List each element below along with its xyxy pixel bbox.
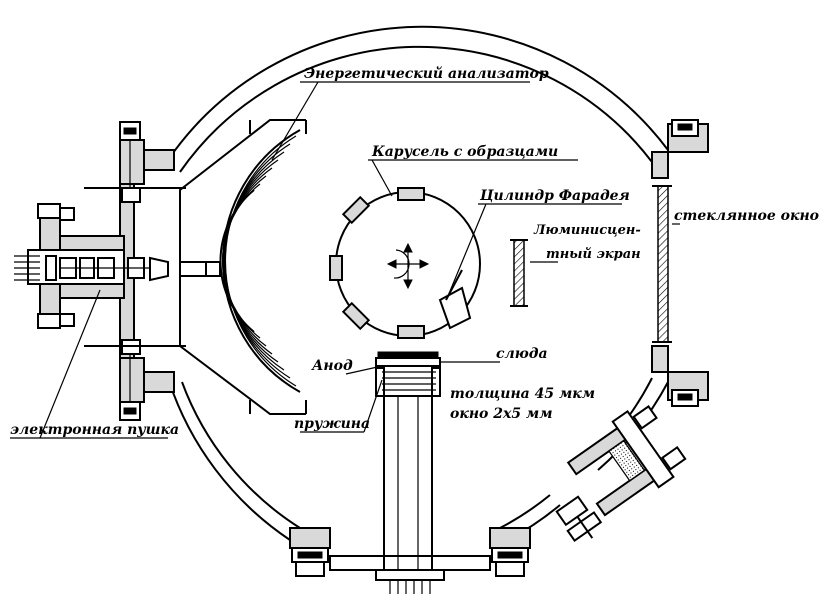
angled-port (555, 405, 687, 543)
luminescent-screen (510, 239, 528, 307)
energy-analyzer (179, 119, 307, 415)
electron-gun (14, 203, 221, 329)
label-luminescent-screen-line1: Люминисцен- (533, 223, 641, 238)
sample-carousel (329, 187, 481, 339)
label-sample-carousel: Карусель с образцами (371, 144, 558, 160)
label-mica: слюда (496, 346, 548, 362)
label-glass-window: стеклянное окно (674, 208, 819, 224)
label-energy-analyzer: Энергетический анализатор (304, 65, 549, 82)
label-faraday-cylinder: Цилиндр Фарадея (479, 188, 630, 204)
label-spring: пружина (294, 416, 370, 432)
label-luminescent-screen-line2: тный экран (546, 247, 641, 262)
anode-assembly (375, 351, 441, 570)
bottom-flange (289, 527, 531, 594)
label-thickness: толщина 45 мкм (450, 386, 595, 402)
label-electron-gun: электронная пушка (10, 422, 179, 438)
label-anode: Анод (311, 358, 353, 374)
glass-window-port (651, 119, 709, 407)
leader-lines (10, 81, 680, 439)
label-window-size: окно 2х5 мм (450, 406, 553, 422)
